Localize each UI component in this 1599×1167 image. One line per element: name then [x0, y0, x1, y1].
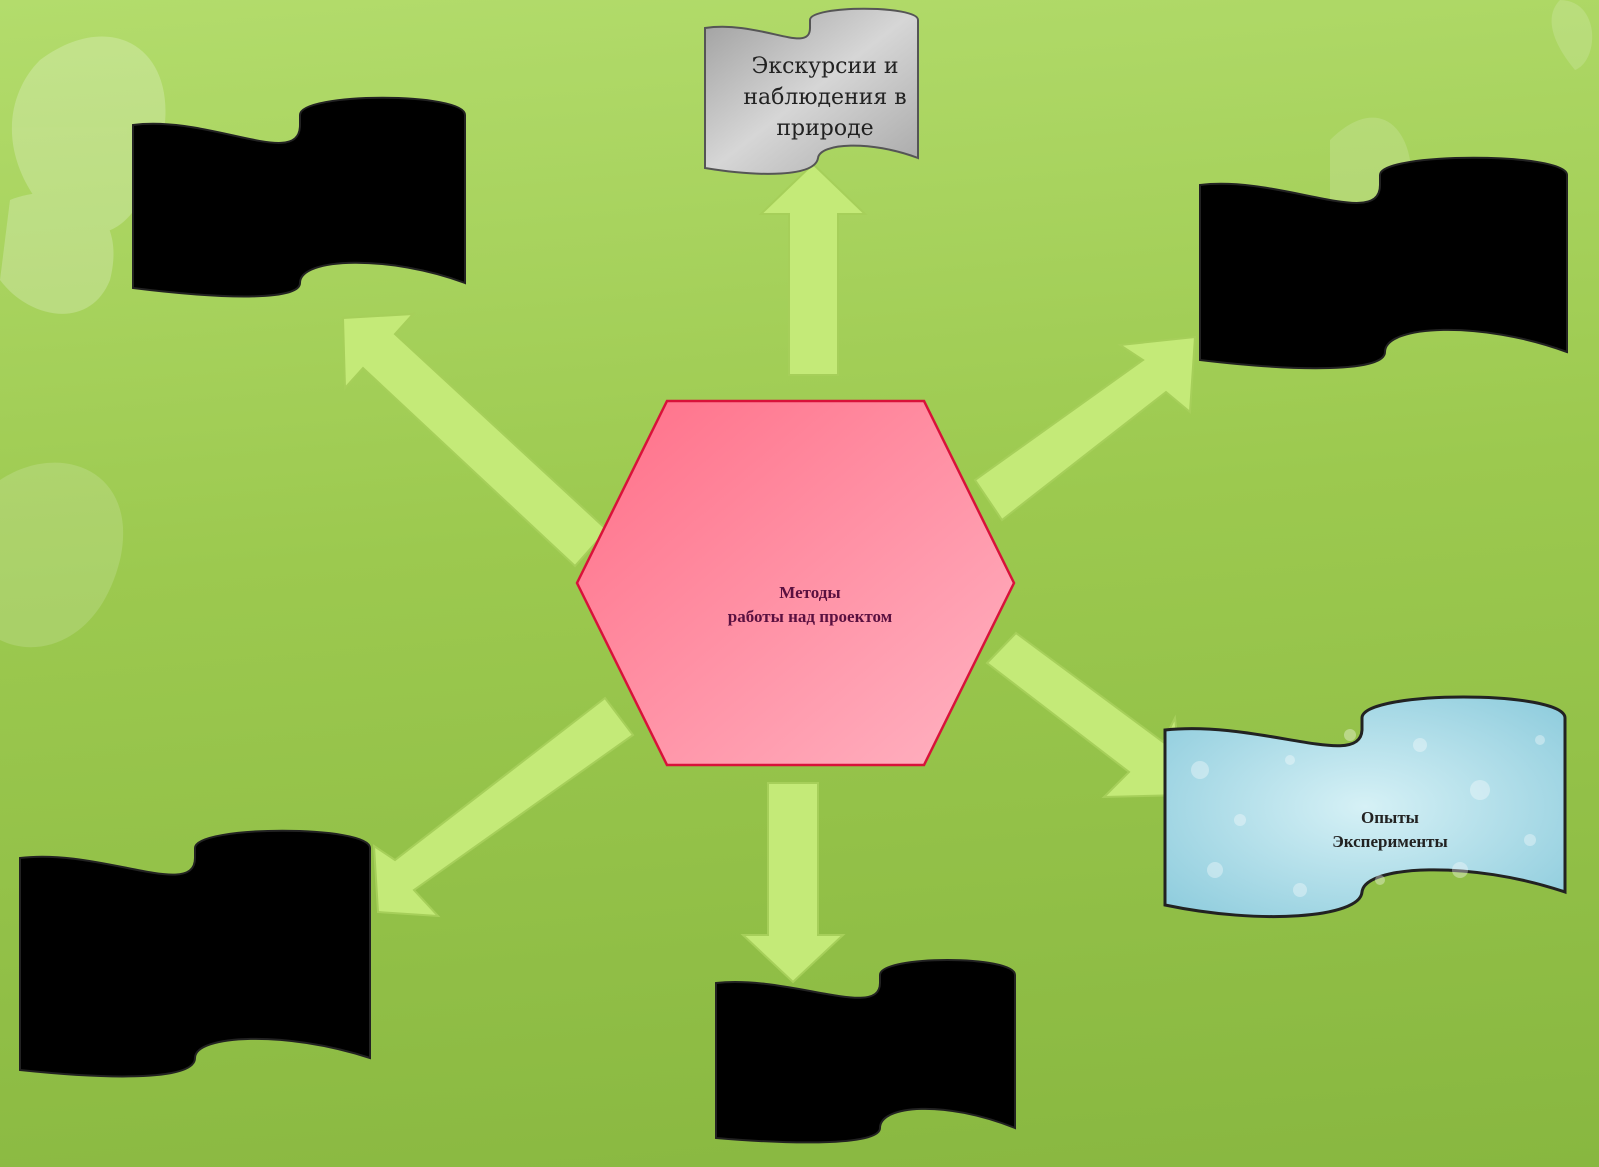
- hidden-banner-bottom-left: [19, 829, 371, 1078]
- center-label-line1: Методы: [779, 583, 841, 602]
- top-banner-line3: природе: [776, 115, 874, 141]
- hidden-banner-top-left: [132, 96, 466, 298]
- top-banner-line2: наблюдения в: [743, 84, 907, 110]
- arrow-to-bottom: [740, 782, 846, 984]
- arrow-to-bottom-left: [372, 696, 635, 918]
- experiments-line2: Эксперименты: [1332, 832, 1448, 851]
- center-hexagon: [575, 399, 1016, 767]
- arrow-to-top: [758, 162, 868, 376]
- experiments-banner-shape: [1163, 695, 1567, 919]
- butterfly-decoration-icon: [0, 36, 166, 314]
- top-banner-shape: [704, 7, 919, 175]
- hidden-banner-bottom: [715, 959, 1016, 1144]
- experiments-line1: Опыты: [1361, 808, 1419, 827]
- arrow-to-top-right: [973, 335, 1197, 522]
- water-drops-texture: [1191, 729, 1545, 897]
- top-banner-label: Экскурсии и наблюдения в природе: [720, 42, 930, 152]
- top-banner-line1: Экскурсии и: [751, 53, 899, 79]
- center-label: Методы работы над проектом: [640, 560, 980, 650]
- center-label-line2: работы над проектом: [727, 607, 893, 626]
- hidden-banner-top-right: [1199, 156, 1568, 370]
- arrow-to-bottom-right: [985, 631, 1186, 799]
- arrow-to-top-left: [341, 312, 609, 568]
- experiments-banner-label: Опыты Эксперименты: [1230, 800, 1550, 860]
